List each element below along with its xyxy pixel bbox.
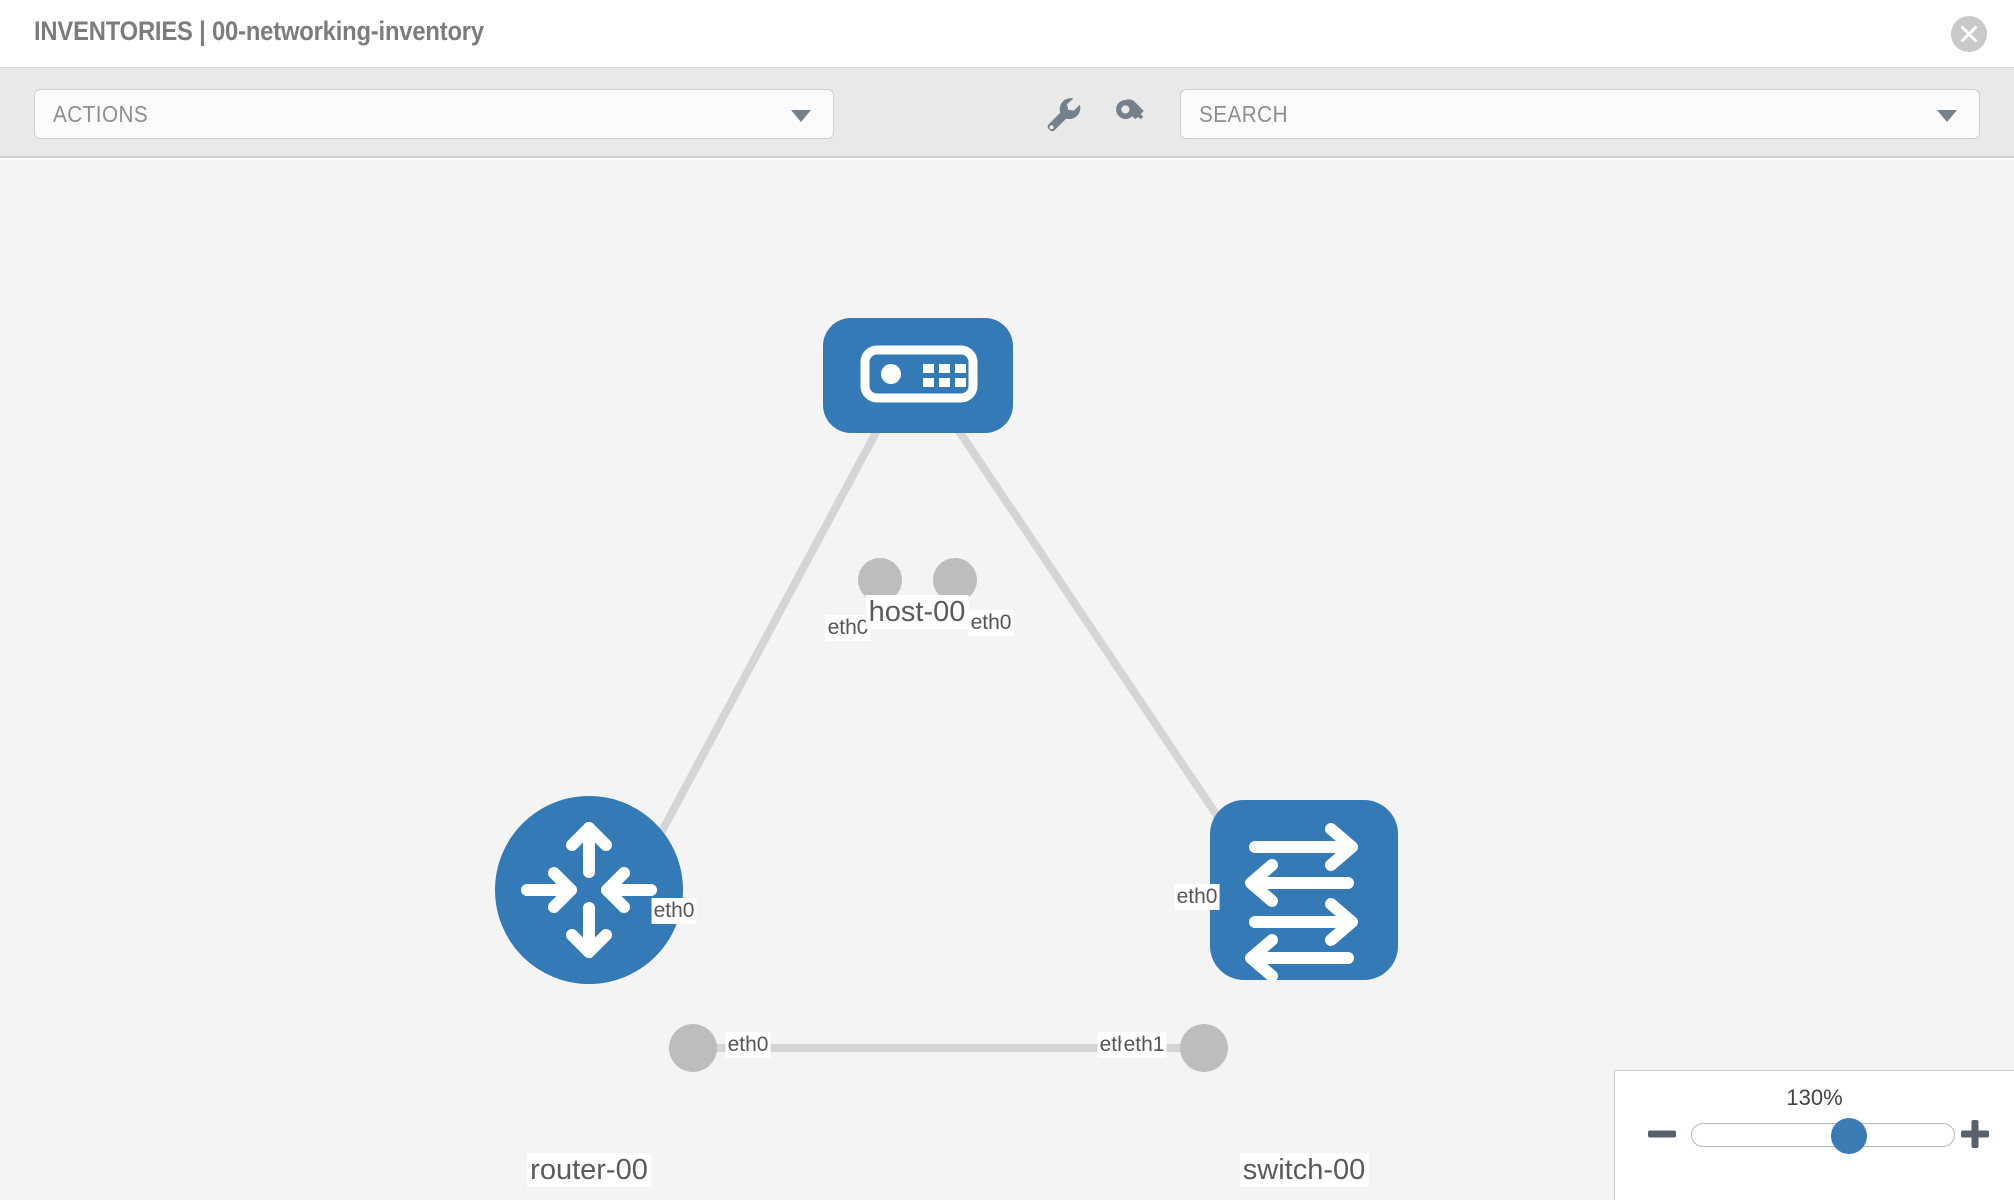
zoom-slider-thumb[interactable] [1831,1118,1868,1154]
close-icon-glyph [1960,25,1978,43]
topology-canvas[interactable]: eth0 eth0 eth0 eth0 eth0 eth0 eth1 host-… [0,160,2014,1200]
server-icon [860,345,978,403]
node-switch-00[interactable] [1210,800,1398,982]
link-host00-switch00[interactable] [951,422,1244,853]
port-router00-eth0[interactable] [669,1024,717,1072]
page-header: INVENTORIES | 00-networking-inventory [0,0,2014,68]
key-icon[interactable] [1107,90,1155,138]
topology-graph [495,318,1398,1072]
close-icon[interactable] [1951,16,1987,52]
node-host-00[interactable] [823,318,1013,433]
node-label-switch-00: switch-00 [1239,1153,1369,1187]
wrench-icon[interactable] [1039,90,1087,138]
node-router-00[interactable] [495,796,683,984]
search-placeholder-label: SEARCH [1199,101,1288,127]
minus-icon[interactable] [1645,1117,1679,1151]
actions-dropdown[interactable]: ACTIONS [34,89,834,139]
minus-icon-glyph [1648,1130,1676,1138]
zoom-percent-label: 130% [1786,1085,1843,1110]
wrench-icon-glyph [1047,98,1081,132]
chevron-down-icon [791,110,811,122]
interface-label: eth0 [968,610,1014,636]
port-host00-eth0-right[interactable] [933,558,977,602]
router-arrows-icon [521,822,657,958]
interface-label: eth0 [651,898,697,924]
interface-label: eth1 [1121,1032,1167,1058]
node-label-router-00: router-00 [527,1153,651,1187]
plus-icon-glyph [1961,1120,1989,1148]
page-title: INVENTORIES | 00-networking-inventory [34,16,484,46]
interface-label: eth0 [1174,884,1220,910]
plus-icon[interactable] [1958,1117,1992,1151]
zoom-control: 130% [1614,1070,2014,1200]
toolbar: ACTIONS SEARCH [0,68,2014,158]
key-icon-glyph [1116,99,1144,120]
interface-label: eth0 [825,615,871,641]
switch-arrows-icon [1245,823,1358,982]
zoom-slider[interactable] [1691,1118,1955,1154]
actions-dropdown-label: ACTIONS [53,101,149,127]
link-host00-router00[interactable] [636,423,884,874]
interface-label: eth0 [725,1032,771,1058]
port-group [669,558,1262,1072]
search-input[interactable]: SEARCH [1180,89,1980,139]
chevron-down-icon [1937,110,1957,122]
node-label-host-00: host-00 [865,595,969,629]
port-host00-eth0-left[interactable] [858,558,902,602]
port-switch00-eth1[interactable] [1180,1024,1228,1072]
link-group [636,422,1244,1052]
